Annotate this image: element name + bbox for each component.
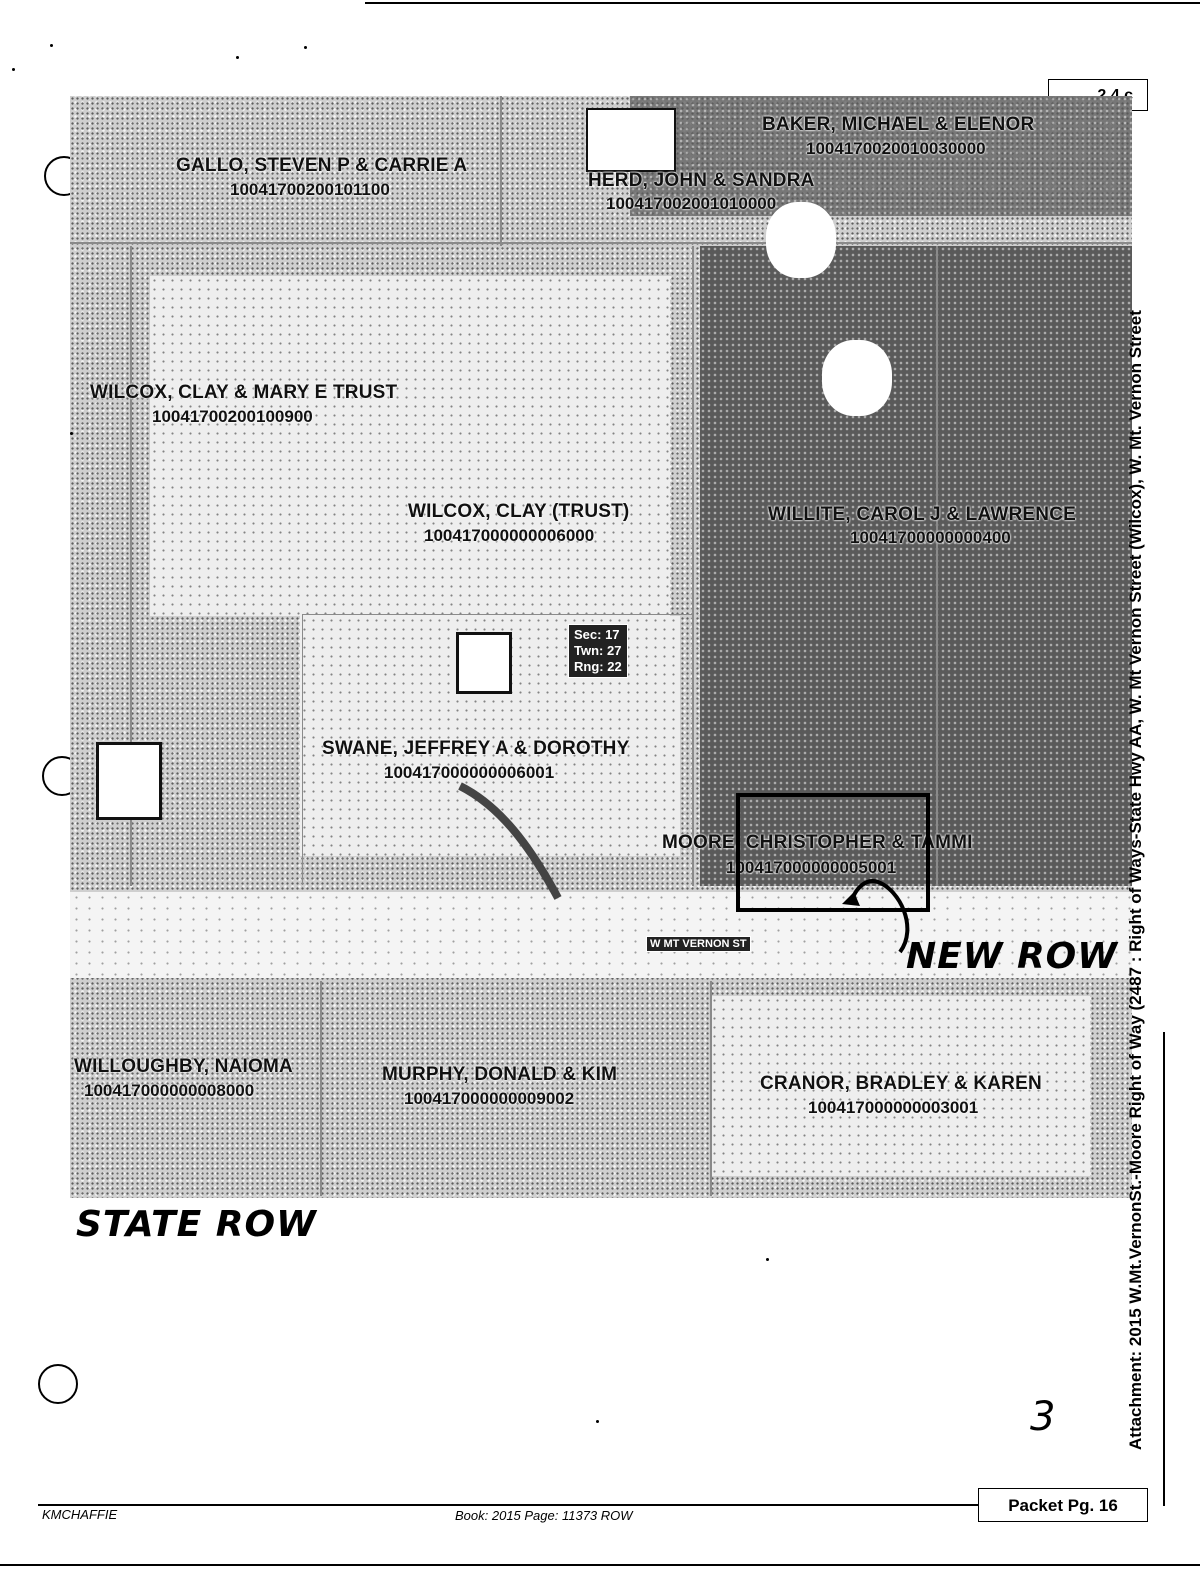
handwritten-page-number: 3 [1030,1394,1057,1440]
parcel-line [710,981,712,1196]
new-row-annotation: NEW ROW [906,936,1118,977]
footer-author: KMCHAFFIE [42,1507,118,1522]
footer-book-page: Book: 2015 Page: 11373 ROW [455,1508,633,1523]
clearing [822,340,892,416]
bottom-rule [0,1564,1200,1566]
owner-label: BAKER, MICHAEL & ELENOR [762,114,1035,135]
parcel-id: 100417000000009002 [404,1089,575,1108]
parcel-line [936,246,938,886]
new-row-boundary [736,793,930,912]
attachment-side-text: Attachment: 2015 W.Mt.VernonSt.-Moore Ri… [1126,310,1145,1450]
parcel-id: 1004170020010030000 [806,139,986,158]
parcel-id: 100417002001010000 [606,194,777,213]
building [586,108,676,172]
tree-canopy [700,246,1132,886]
scan-speck [596,1420,599,1423]
footer-rule [38,1504,980,1506]
scan-speck [12,68,15,71]
state-row-annotation: STATE ROW [76,1204,317,1245]
tree-canopy-top [630,96,1132,216]
parcel-id: 100417000000003001 [808,1098,979,1117]
owner-label: GALLO, STEVEN P & CARRIE A [176,155,468,176]
open-field [150,276,670,616]
scan-speck [50,44,53,47]
scan-speck [304,46,307,49]
range-number: Rng: 22 [574,659,622,674]
right-margin-rule [1163,1032,1165,1506]
parcel-id: 100417000000005001 [726,858,897,877]
parcel-line [130,246,132,886]
owner-label: WILLOUGHBY, NAIOMA [74,1056,293,1077]
clearing [766,202,836,278]
owner-label: MURPHY, DONALD & KIM [382,1064,618,1085]
scan-speck [766,1258,769,1261]
section-township-range: Sec: 17 Twn: 27 Rng: 22 [568,624,628,678]
packet-page-box: Packet Pg. 16 [978,1488,1148,1522]
top-rule [365,2,1200,4]
parcel-id: 10041700200100900 [152,407,313,426]
owner-label: WILCOX, CLAY (TRUST) [408,501,630,522]
aerial-map [70,96,1132,1198]
building [96,742,162,820]
owner-label: WILLITE, CAROL J & LAWRENCE [768,504,1076,525]
parcel-id: 10041700200101100 [230,180,390,199]
binder-hole-bottom [38,1364,78,1404]
scan-speck [236,56,239,59]
owner-label: HERD, JOHN & SANDRA [588,170,815,191]
parcel-id: 10041700000000400 [850,528,1011,547]
owner-label: CRANOR, BRADLEY & KAREN [760,1073,1042,1094]
building [456,632,512,694]
owner-label: WILCOX, CLAY & MARY E TRUST [90,382,398,403]
parcel-line [70,242,1132,244]
south-yard [710,996,1090,1176]
parcel-line [302,614,692,615]
street-label: W MT VERNON ST [646,936,751,952]
section-number: Sec: 17 [574,627,620,642]
parcel-id: 100417000000006000 [424,526,595,545]
parcel-id: 100417000000008000 [84,1081,255,1100]
parcel-line [302,614,303,884]
parcel-line [692,246,694,886]
scan-speck [70,432,73,435]
new-row-arrow [842,879,910,954]
parcel-line [320,981,322,1196]
owner-label: SWANE, JEFFREY A & DOROTHY [322,738,630,759]
parcel-id: 100417000000006001 [384,763,555,782]
driveway [458,782,562,900]
parcel-line [500,96,502,246]
township-number: Twn: 27 [574,643,622,658]
road-w-mt-vernon [70,892,1132,978]
